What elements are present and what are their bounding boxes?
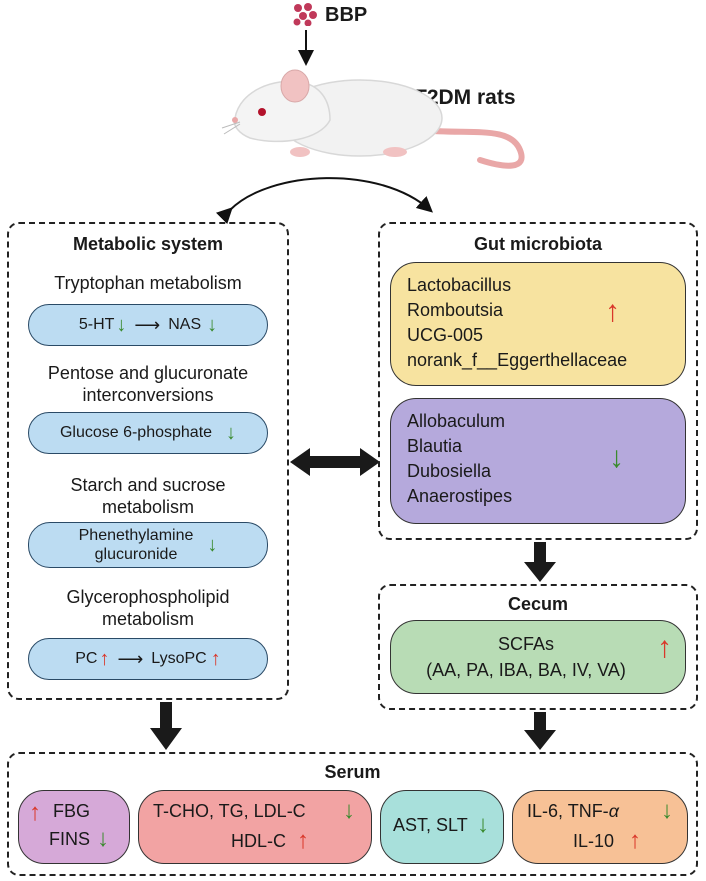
hdl-label: HDL-C [231, 831, 287, 851]
up-arrow-icon: ↑ [297, 827, 309, 854]
genus-ucg005: UCG-005 [407, 325, 484, 345]
gut-microbiota-panel [378, 222, 698, 540]
fins-label: FINS [49, 829, 91, 849]
metabolic-title: Metabolic system [72, 234, 224, 254]
pc-label: PC [75, 650, 98, 667]
down-arrow-icon: ↓ [116, 313, 127, 336]
nas-label: NAS [168, 316, 202, 333]
genus-eggerthellaceae: norank_f__Eggerthellaceae [407, 350, 628, 370]
pentose-pill: Glucose 6-phosphate ↓ [28, 412, 268, 454]
down-arrow-icon: ↓ [343, 797, 355, 824]
cecum-title: Cecum [507, 594, 569, 614]
gut-up-box: Lactobacillus Romboutsia UCG-005 norank_… [390, 262, 686, 386]
down-arrow-icon: ↓ [477, 811, 489, 838]
serum-title: Serum [324, 762, 381, 782]
serotonin-label: 5-HT [78, 316, 115, 333]
down-arrow-icon: ↓ [661, 797, 673, 824]
serum-glucose-box: ↑ FBG FINS ↓ [18, 790, 130, 864]
serum-inflammation-box: IL-6, TNF-α ↓ IL-10 ↑ [512, 790, 688, 864]
down-arrow-icon: ↓ [207, 533, 218, 556]
genus-allobaculum: Allobaculum [407, 411, 506, 431]
up-arrow-icon: ↑ [657, 631, 672, 664]
serum-lipid-box: T-CHO, TG, LDL-C ↓ HDL-C ↑ [138, 790, 372, 864]
metabolic-system-panel [7, 222, 289, 700]
down-arrow-icon: ↓ [97, 825, 109, 852]
glucuronide-label: glucuronide [94, 546, 178, 563]
tryptophan-pill: 5-HT ↓ ⟶ NAS ↓ [28, 304, 268, 346]
il6-tnf-label: IL-6, TNF- [527, 801, 609, 821]
fbg-label: FBG [53, 801, 91, 821]
down-arrow-icon: ↓ [226, 421, 237, 444]
gut-title: Gut microbiota [473, 234, 602, 254]
ast-slt-label: AST, SLT [393, 815, 468, 835]
scfa-box: SCFAs (AA, PA, IBA, BA, IV, VA) ↑ [390, 620, 686, 694]
glycero-pill: PC ↑ ⟶ LysoPC ↑ [28, 638, 268, 680]
up-arrow-icon: ↑ [99, 647, 110, 670]
phenethylamine-label: Phenethylamine [78, 527, 194, 544]
alpha-symbol: α [608, 801, 619, 821]
genus-romboutsia: Romboutsia [407, 300, 504, 320]
cecum-panel [378, 584, 698, 710]
tryptophan-title: Tryptophan metabolism [54, 273, 242, 293]
up-arrow-icon: ↑ [29, 799, 41, 826]
down-arrow-icon: ↓ [207, 313, 218, 336]
right-arrow-icon: ⟶ [134, 314, 161, 335]
right-arrow-icon: ⟶ [117, 648, 144, 669]
bbp-label: BBP [325, 4, 368, 26]
bbp-dots-icon [292, 2, 320, 27]
serum-panel [7, 752, 698, 876]
glucose-6-phosphate-label: Glucose 6-phosphate [59, 424, 213, 441]
gut-down-box: Allobaculum Blautia Dubosiella Anaerosti… [390, 398, 686, 524]
genus-anaerostipes: Anaerostipes [407, 486, 513, 506]
genus-blautia: Blautia [407, 436, 463, 456]
serum-liver-box: AST, SLT ↓ [380, 790, 504, 864]
down-arrow-icon: ↓ [609, 441, 624, 474]
genus-lactobacillus: Lactobacillus [407, 275, 512, 295]
lipid-down-label: T-CHO, TG, LDL-C [153, 801, 306, 821]
scfa-label: SCFAs [497, 634, 554, 654]
genus-dubosiella: Dubosiella [407, 461, 492, 481]
starch-pill: Phenethylamine glucuronide ↓ [28, 522, 268, 568]
scfa-list: (AA, PA, IBA, BA, IV, VA) [426, 660, 626, 680]
up-arrow-icon: ↑ [605, 295, 620, 328]
up-arrow-icon: ↑ [210, 647, 221, 670]
lysopc-label: LysoPC [151, 650, 207, 667]
il10-label: IL-10 [573, 831, 615, 851]
up-arrow-icon: ↑ [629, 827, 641, 854]
